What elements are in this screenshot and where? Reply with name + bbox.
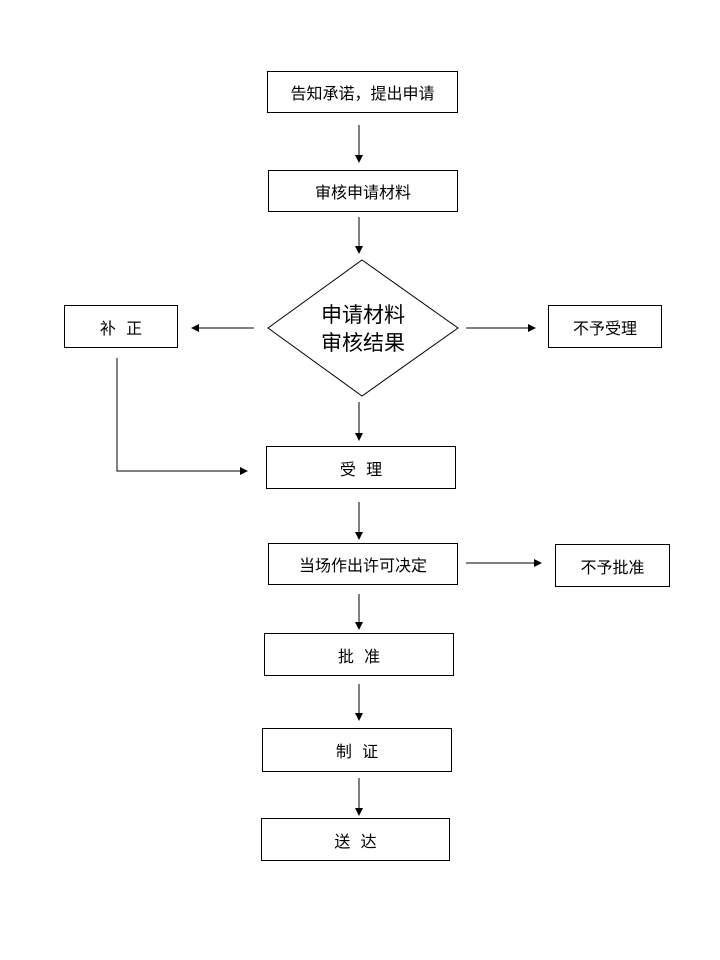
node-approve: 批 准 <box>264 633 454 676</box>
node-supplement: 补 正 <box>64 305 178 348</box>
node-supplement-label: 补 正 <box>99 318 143 338</box>
node-issue-label: 制 证 <box>335 742 379 761</box>
node-deliver: 送 达 <box>261 818 450 861</box>
decision-diamond <box>267 259 459 397</box>
node-review-label: 审核申请材料 <box>314 183 411 202</box>
node-reject-accept: 不予受理 <box>548 305 662 348</box>
arrow-supplement-to-accept <box>116 358 248 475</box>
node-deliver-label: 送 达 <box>334 831 377 851</box>
node-issue: 制 证 <box>262 728 452 772</box>
node-accept-label: 受 理 <box>339 459 383 479</box>
node-accept: 受 理 <box>266 446 456 489</box>
node-decide-label: 当场作出许可决定 <box>298 556 427 575</box>
node-reject-approve: 不予批准 <box>555 544 670 587</box>
node-reject-approve-label: 不予批准 <box>580 557 645 577</box>
node-apply: 告知承诺，提出申请 <box>267 71 458 113</box>
decision-label-line2: 审核结果 <box>321 331 405 355</box>
node-apply-label: 告知承诺，提出申请 <box>290 84 435 103</box>
node-decision: 申请材料 审核结果 <box>288 300 438 358</box>
node-review: 审核申请材料 <box>268 170 458 212</box>
decision-label-line1: 申请材料 <box>321 303 405 327</box>
node-decide: 当场作出许可决定 <box>268 543 458 585</box>
node-reject-accept-label: 不予受理 <box>572 318 637 338</box>
node-approve-label: 批 准 <box>337 646 381 666</box>
